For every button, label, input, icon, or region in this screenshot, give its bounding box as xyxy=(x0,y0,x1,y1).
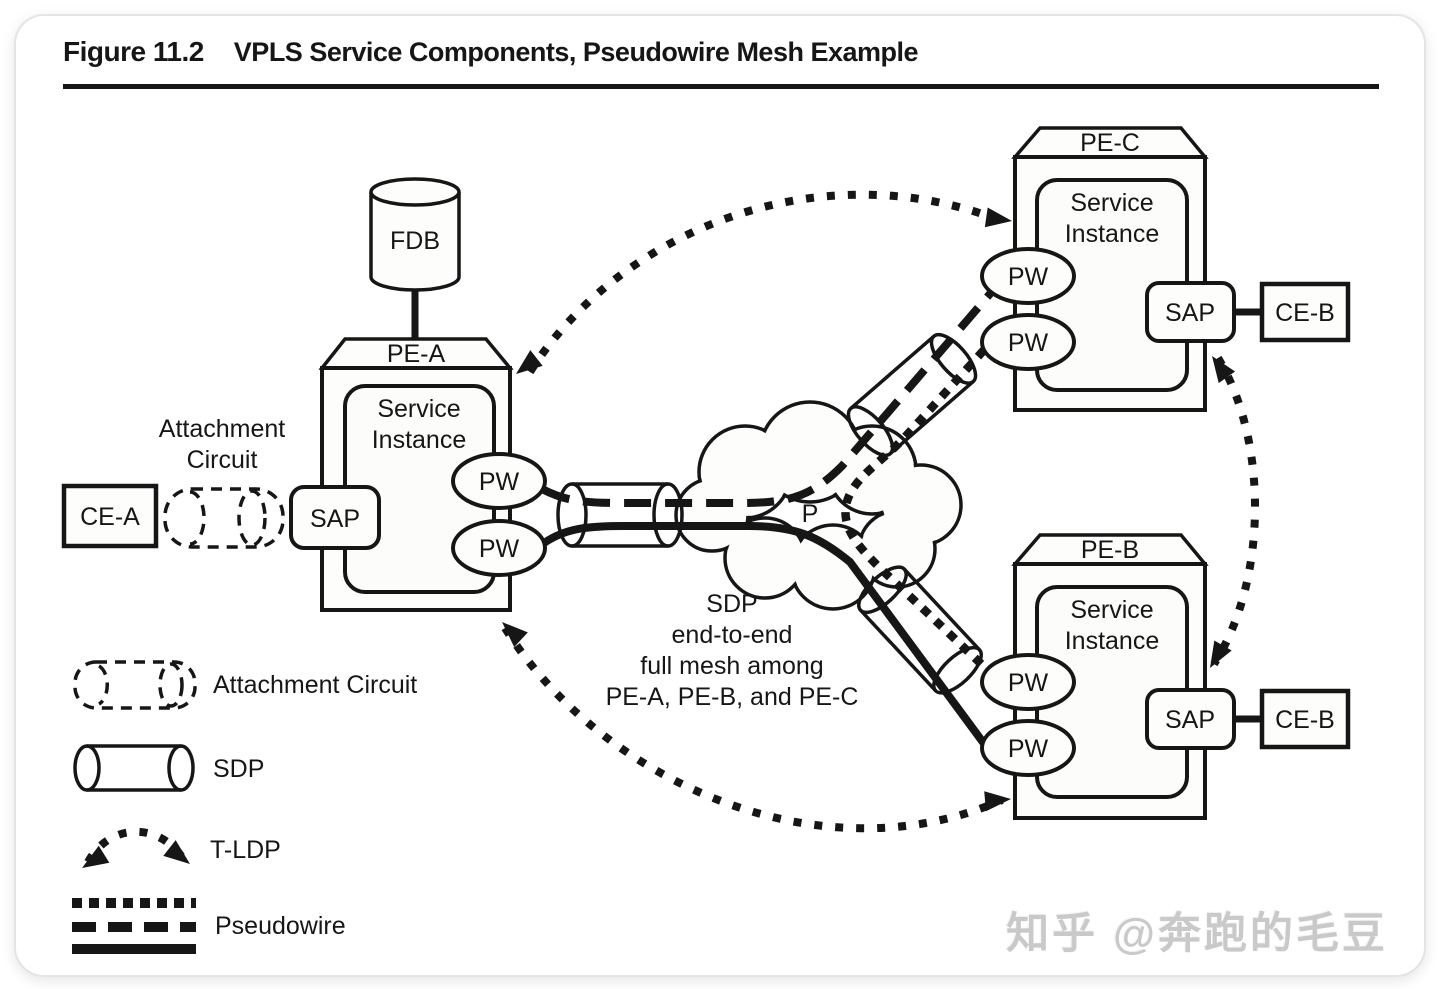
sap-label: SAP xyxy=(310,505,360,533)
pw-pe-a-2: PW xyxy=(451,519,547,577)
pw-pe-b-2: PW xyxy=(980,719,1076,777)
pw-endpoints: PW PW PW PW PW PW xyxy=(451,247,1076,777)
pw-label: PW xyxy=(479,468,520,496)
service-instance-label: Instance xyxy=(1065,220,1160,248)
service-instance-label: Service xyxy=(1070,596,1153,624)
service-instance-label: Instance xyxy=(1065,627,1160,655)
sap-pe-b: SAP xyxy=(1145,688,1236,750)
pw-label: PW xyxy=(1008,735,1049,763)
ce-b-label: CE-B xyxy=(1275,299,1335,327)
sdp-mesh-note-line: PE-A, PE-B, and PE-C xyxy=(606,683,859,711)
node-ce-b-bottom: CE-B xyxy=(1259,688,1351,750)
pe-b-label: PE-B xyxy=(1081,536,1139,564)
sdp-tunnel-pe-c xyxy=(846,332,978,458)
figure-number: Figure 11.2 xyxy=(63,36,204,67)
tldp-arc-right xyxy=(1210,355,1259,667)
legend-sdp-symbol xyxy=(73,744,195,792)
fdb-database: FDB xyxy=(369,177,461,292)
pw-label: PW xyxy=(1008,263,1049,291)
legend-attachment-circuit-label: Attachment Circuit xyxy=(213,671,417,699)
tldp-arrowhead-icon xyxy=(984,791,1011,812)
pe-c-label: PE-C xyxy=(1080,129,1140,157)
legend-pseudowire-label: Pseudowire xyxy=(215,912,346,940)
figure-caption: Figure 11.2 VPLS Service Components, Pse… xyxy=(63,36,919,68)
sdp-mesh-note: SDP end-to-end full mesh among PE-A, PE-… xyxy=(606,590,859,711)
attachment-circuit-caption: Attachment xyxy=(159,415,286,443)
tldp-arrowhead-icon xyxy=(1212,356,1236,384)
node-pe-b: PE-B Service Instance xyxy=(1011,533,1209,820)
service-instance-label: Service xyxy=(377,395,460,423)
sap-pe-c: SAP xyxy=(1145,281,1236,343)
sdp-mesh-note-line: SDP xyxy=(706,590,757,618)
sdp-mesh-note-line: full mesh among xyxy=(640,652,823,680)
title-rule xyxy=(63,84,1379,89)
tldp-arrowhead-icon xyxy=(502,622,528,648)
legend: Attachment Circuit SDP T-LDP Pseudowire xyxy=(72,660,417,954)
node-ce-b-top: CE-B xyxy=(1259,281,1351,343)
legend-tldp-label: T-LDP xyxy=(210,836,281,864)
service-instance-label: Instance xyxy=(372,426,467,454)
ce-a-label: CE-A xyxy=(80,503,140,531)
pw-label: PW xyxy=(479,535,520,563)
sdp-tunnel-pe-b xyxy=(857,565,983,695)
tldp-arc-bottom xyxy=(501,625,1004,833)
pw-label: PW xyxy=(1008,669,1049,697)
p-core-label: P xyxy=(802,500,819,528)
sdp-tunnel-pe-a xyxy=(556,482,684,548)
pw-pe-b-1: PW xyxy=(980,653,1076,711)
sdp-mesh-note-line: end-to-end xyxy=(672,621,793,649)
sap-label: SAP xyxy=(1165,706,1215,734)
sap-pe-a: SAP xyxy=(289,485,381,550)
node-ce-a: CE-A xyxy=(61,483,159,549)
legend-attachment-circuit-symbol xyxy=(73,660,197,710)
pw-pe-a-1: PW xyxy=(451,452,547,510)
tldp-arrowhead-icon xyxy=(984,207,1012,228)
legend-sdp-label: SDP xyxy=(213,755,264,783)
pe-a-label: PE-A xyxy=(387,340,446,368)
attachment-circuit-caption: Circuit xyxy=(187,446,258,474)
pseudowire-dashed-pe-a-pe-c xyxy=(542,285,999,507)
service-instance-label: Service xyxy=(1070,189,1153,217)
fdb-label: FDB xyxy=(390,227,440,255)
watermark: 知乎 @奔跑的毛豆 xyxy=(1006,910,1388,958)
pw-pe-c-1: PW xyxy=(980,247,1076,305)
legend-tldp-symbol xyxy=(82,827,190,868)
sap-label: SAP xyxy=(1165,299,1215,327)
tldp-arrowhead-icon xyxy=(82,845,110,868)
tldp-arrowheads xyxy=(502,207,1236,812)
ce-b-label: CE-B xyxy=(1275,706,1335,734)
figure-title: VPLS Service Components, Pseudowire Mesh… xyxy=(233,37,919,67)
pw-pe-c-2: PW xyxy=(980,313,1076,371)
attachment-circuit-symbol xyxy=(163,487,285,549)
tldp-arrowhead-icon xyxy=(1210,640,1232,668)
legend-pseudowire-symbol xyxy=(72,898,196,954)
pseudowire-solid-pe-a-pe-b xyxy=(541,522,989,748)
tldp-arrowhead-icon xyxy=(163,840,190,864)
p-core-cloud xyxy=(674,400,963,611)
tldp-arc-top xyxy=(526,190,1004,375)
pw-label: PW xyxy=(1008,329,1049,357)
tldp-arrowhead-icon xyxy=(516,350,543,374)
